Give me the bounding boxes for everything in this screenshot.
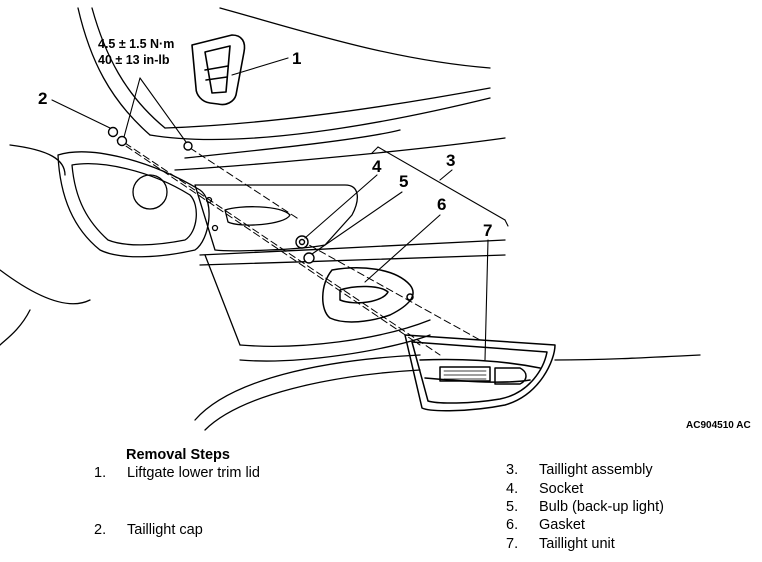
step-label: Gasket [539,517,585,533]
callout-labels: 1 2 3 4 5 6 7 4.5 ± 1.5 N·m 40 ± 13 in-l… [38,37,751,431]
step-label: Socket [539,481,584,497]
step-number: 3. [506,462,519,478]
step-number: 2. [94,522,107,538]
callout-1: 1 [292,49,301,68]
taillight-unit [404,334,556,412]
step-number: 4. [506,481,519,497]
step-number: 6. [506,517,519,533]
callout-5: 5 [399,172,408,191]
callout-7: 7 [483,221,492,240]
figure-code: AC904510 AC [686,420,751,431]
step-label: Liftgate lower trim lid [127,465,260,481]
step-label: Bulb (back-up light) [539,499,664,515]
step-number: 7. [506,536,519,552]
step-label: Taillight assembly [539,462,653,478]
bulb [303,252,315,264]
removal-steps-title: Removal Steps [126,447,230,463]
vehicle-body [0,7,701,431]
taillight-cap [107,126,193,151]
socket [295,235,309,249]
torque-metric: 4.5 ± 1.5 N·m [98,37,174,51]
step-number: 5. [506,499,519,515]
assembly-lines [116,139,481,356]
callout-4: 4 [372,157,382,176]
liftgate-lower-trim-lid [191,34,246,106]
exploded-view-diagram: 1 2 3 4 5 6 7 4.5 ± 1.5 N·m 40 ± 13 in-l… [0,7,751,431]
callout-3: 3 [446,151,455,170]
torque-imperial: 40 ± 13 in-lb [98,53,170,67]
step-label: Taillight cap [127,522,203,538]
step-number: 1. [94,465,107,481]
leader-lines [51,57,509,361]
callout-6: 6 [437,195,446,214]
callout-2: 2 [38,89,47,108]
gasket [322,267,414,323]
step-label: Taillight unit [539,536,615,552]
